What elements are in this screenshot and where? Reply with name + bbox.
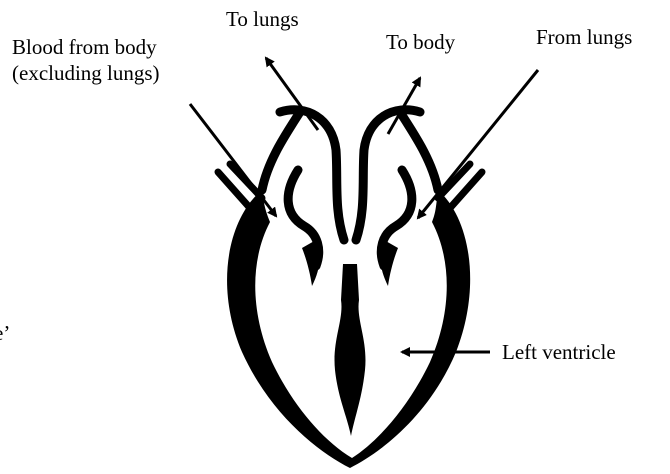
label-cut-off-edge: e’ bbox=[0, 321, 10, 345]
label-to-body: To body bbox=[386, 30, 456, 54]
arrow-from-lungs bbox=[418, 70, 538, 218]
label-blood-from-body-line2: (excluding lungs) bbox=[12, 61, 160, 85]
arrow-blood-from-body bbox=[190, 104, 276, 216]
septum bbox=[335, 264, 366, 436]
label-blood-from-body-line1: Blood from body bbox=[12, 35, 157, 59]
label-to-lungs: To lungs bbox=[226, 7, 299, 31]
label-left-ventricle: Left ventricle bbox=[502, 340, 616, 364]
label-from-lungs: From lungs bbox=[536, 25, 632, 49]
